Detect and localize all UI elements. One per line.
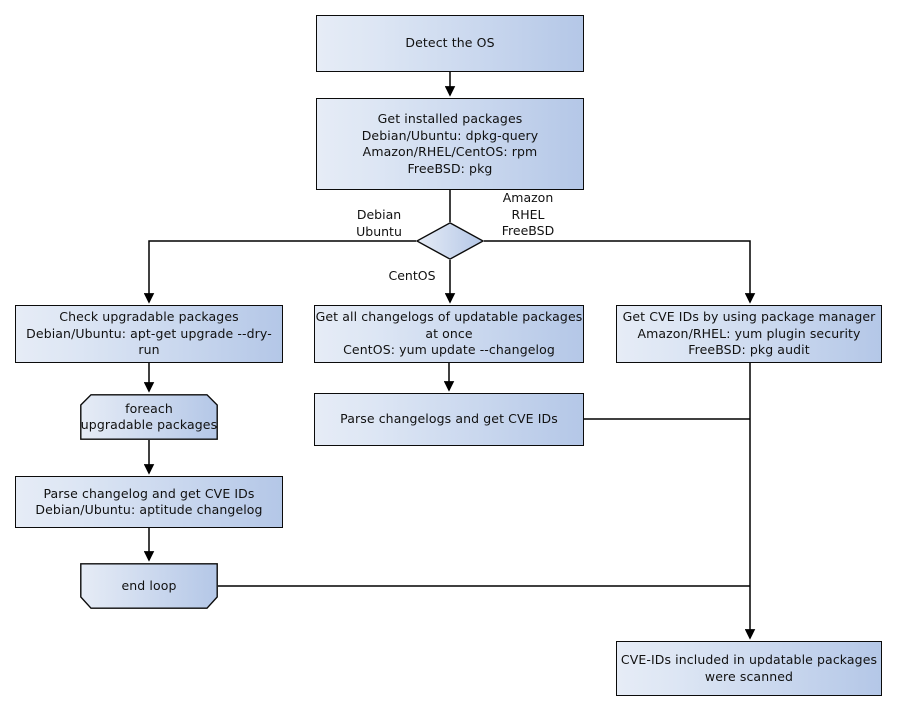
node-detect-the-os-label: Detect the OS [405, 35, 495, 51]
loop-end-shape-icon [80, 563, 218, 609]
node-get-cve-ids-package-manager[interactable]: Get CVE IDs by using package manager Ama… [616, 305, 882, 363]
node-parse-changelog-single[interactable]: Parse changelog and get CVE IDs Debian/U… [15, 476, 283, 528]
node-foreach-loop-start-label: foreach upgradable packages [80, 400, 218, 433]
edge-decision-left [143, 240, 416, 304]
node-get-all-changelogs[interactable]: Get all changelogs of updatable packages… [314, 305, 584, 363]
node-check-upgradable-packages[interactable]: Check upgradable packages Debian/Ubuntu:… [15, 305, 283, 363]
decision-diamond-icon [415, 222, 485, 260]
edge-decision-right [484, 240, 756, 304]
node-parse-changelog-single-label: Parse changelog and get CVE IDs Debian/U… [35, 485, 263, 518]
node-get-installed-packages[interactable]: Get installed packages Debian/Ubuntu: dp… [316, 98, 584, 190]
node-detect-the-os[interactable]: Detect the OS [316, 15, 584, 72]
node-get-cve-ids-package-manager-label: Get CVE IDs by using package manager Ama… [622, 309, 876, 358]
node-scan-complete[interactable]: CVE-IDs included in updatable packages w… [616, 641, 882, 696]
node-foreach-loop-start[interactable]: foreach upgradable packages [80, 394, 218, 440]
node-parse-changelogs[interactable]: Parse changelogs and get CVE IDs [314, 393, 584, 446]
node-os-decision[interactable] [415, 222, 485, 260]
node-parse-changelogs-label: Parse changelogs and get CVE IDs [340, 411, 558, 427]
node-get-installed-packages-label: Get installed packages Debian/Ubuntu: dp… [361, 111, 539, 176]
node-scan-complete-label: CVE-IDs included in updatable packages w… [620, 652, 878, 684]
edge-label-debian-ubuntu: Debian Ubuntu [356, 207, 402, 239]
edge-label-centos: CentOS [388, 268, 436, 283]
node-get-all-changelogs-label: Get all changelogs of updatable packages… [315, 309, 583, 358]
node-check-upgradable-packages-label: Check upgradable packages Debian/Ubuntu:… [26, 309, 272, 358]
node-end-loop[interactable]: end loop [80, 563, 218, 609]
edge-label-amazon-rhel-freebsd: Amazon RHEL FreeBSD [501, 190, 555, 238]
node-end-loop-label: end loop [121, 577, 177, 593]
loop-start-shape-icon [80, 394, 218, 440]
